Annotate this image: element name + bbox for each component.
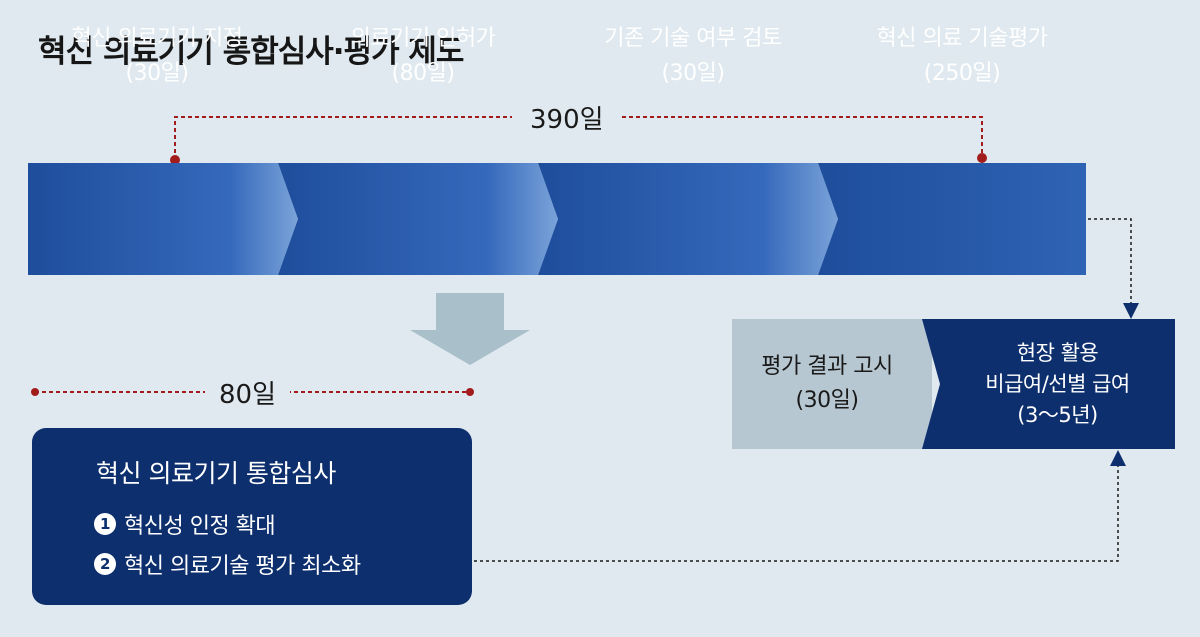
review-item-1: 1 혁신성 인정 확대 [94,508,276,540]
number-1-icon: 1 [94,513,116,535]
review-item-1-text: 혁신성 인정 확대 [124,514,276,539]
notice-duration: (30일) [795,388,859,413]
review-item-2: 2 혁신 의료기술 평가 최소화 [94,548,361,580]
notice-box: 평가 결과 고시 (30일) [732,319,932,449]
integrated-duration-label: 80일 [205,374,291,411]
usage-line-3: (3～5년) [1017,402,1098,427]
stage-4-duration: (250일) [923,61,1001,86]
stage-3: 기존 기술 여부 검토 (30일) [558,0,828,112]
stage-1-name: 혁신 의료기기 지정 [71,26,243,51]
usage-line-1: 현장 활용 [1016,340,1099,365]
stage-1-shape [28,163,298,275]
usage-box: 현장 활용 비급여/선별 급여 (3～5년) [922,319,1175,449]
page-title: 혁신 의료기기 통합심사·평가 제도 [38,34,464,70]
stage-1: 혁신 의료기기 지정 (30일) [28,0,286,112]
usage-line-2: 비급여/선별 급여 [985,371,1130,396]
stage-1-duration: (30일) [125,61,189,86]
stage-2-duration: (80일) [391,61,455,86]
bracket-390 [170,116,987,165]
stage-4: 혁신 의료 기술평가 (250일) [838,0,1086,112]
down-arrow-icon [410,293,530,365]
connector-bottom [474,450,1126,562]
integrated-review-title: 혁신 의료기기 통합심사 [96,459,336,488]
pipeline-shapes [28,163,1086,275]
notice-name: 평가 결과 고시 [761,354,893,379]
stage-2: 의료기기 인허가 (80일) [298,0,548,112]
stage-3-shape [538,163,838,275]
stage-3-duration: (30일) [661,61,725,86]
stage-2-shape [278,163,558,275]
stage-3-name: 기존 기술 여부 검토 [604,26,782,51]
integrated-review-box: 혁신 의료기기 통합심사 1 혁신성 인정 확대 2 혁신 의료기술 평가 최소… [32,428,472,605]
stage-4-name: 혁신 의료 기술평가 [876,26,1048,51]
review-item-2-text: 혁신 의료기술 평가 최소화 [124,554,361,579]
total-duration-label: 390일 [512,99,622,136]
number-2-icon: 2 [94,553,116,575]
connector-top [1088,218,1139,319]
stage-4-shape [818,163,1086,275]
stage-2-name: 의료기기 인허가 [350,26,496,51]
